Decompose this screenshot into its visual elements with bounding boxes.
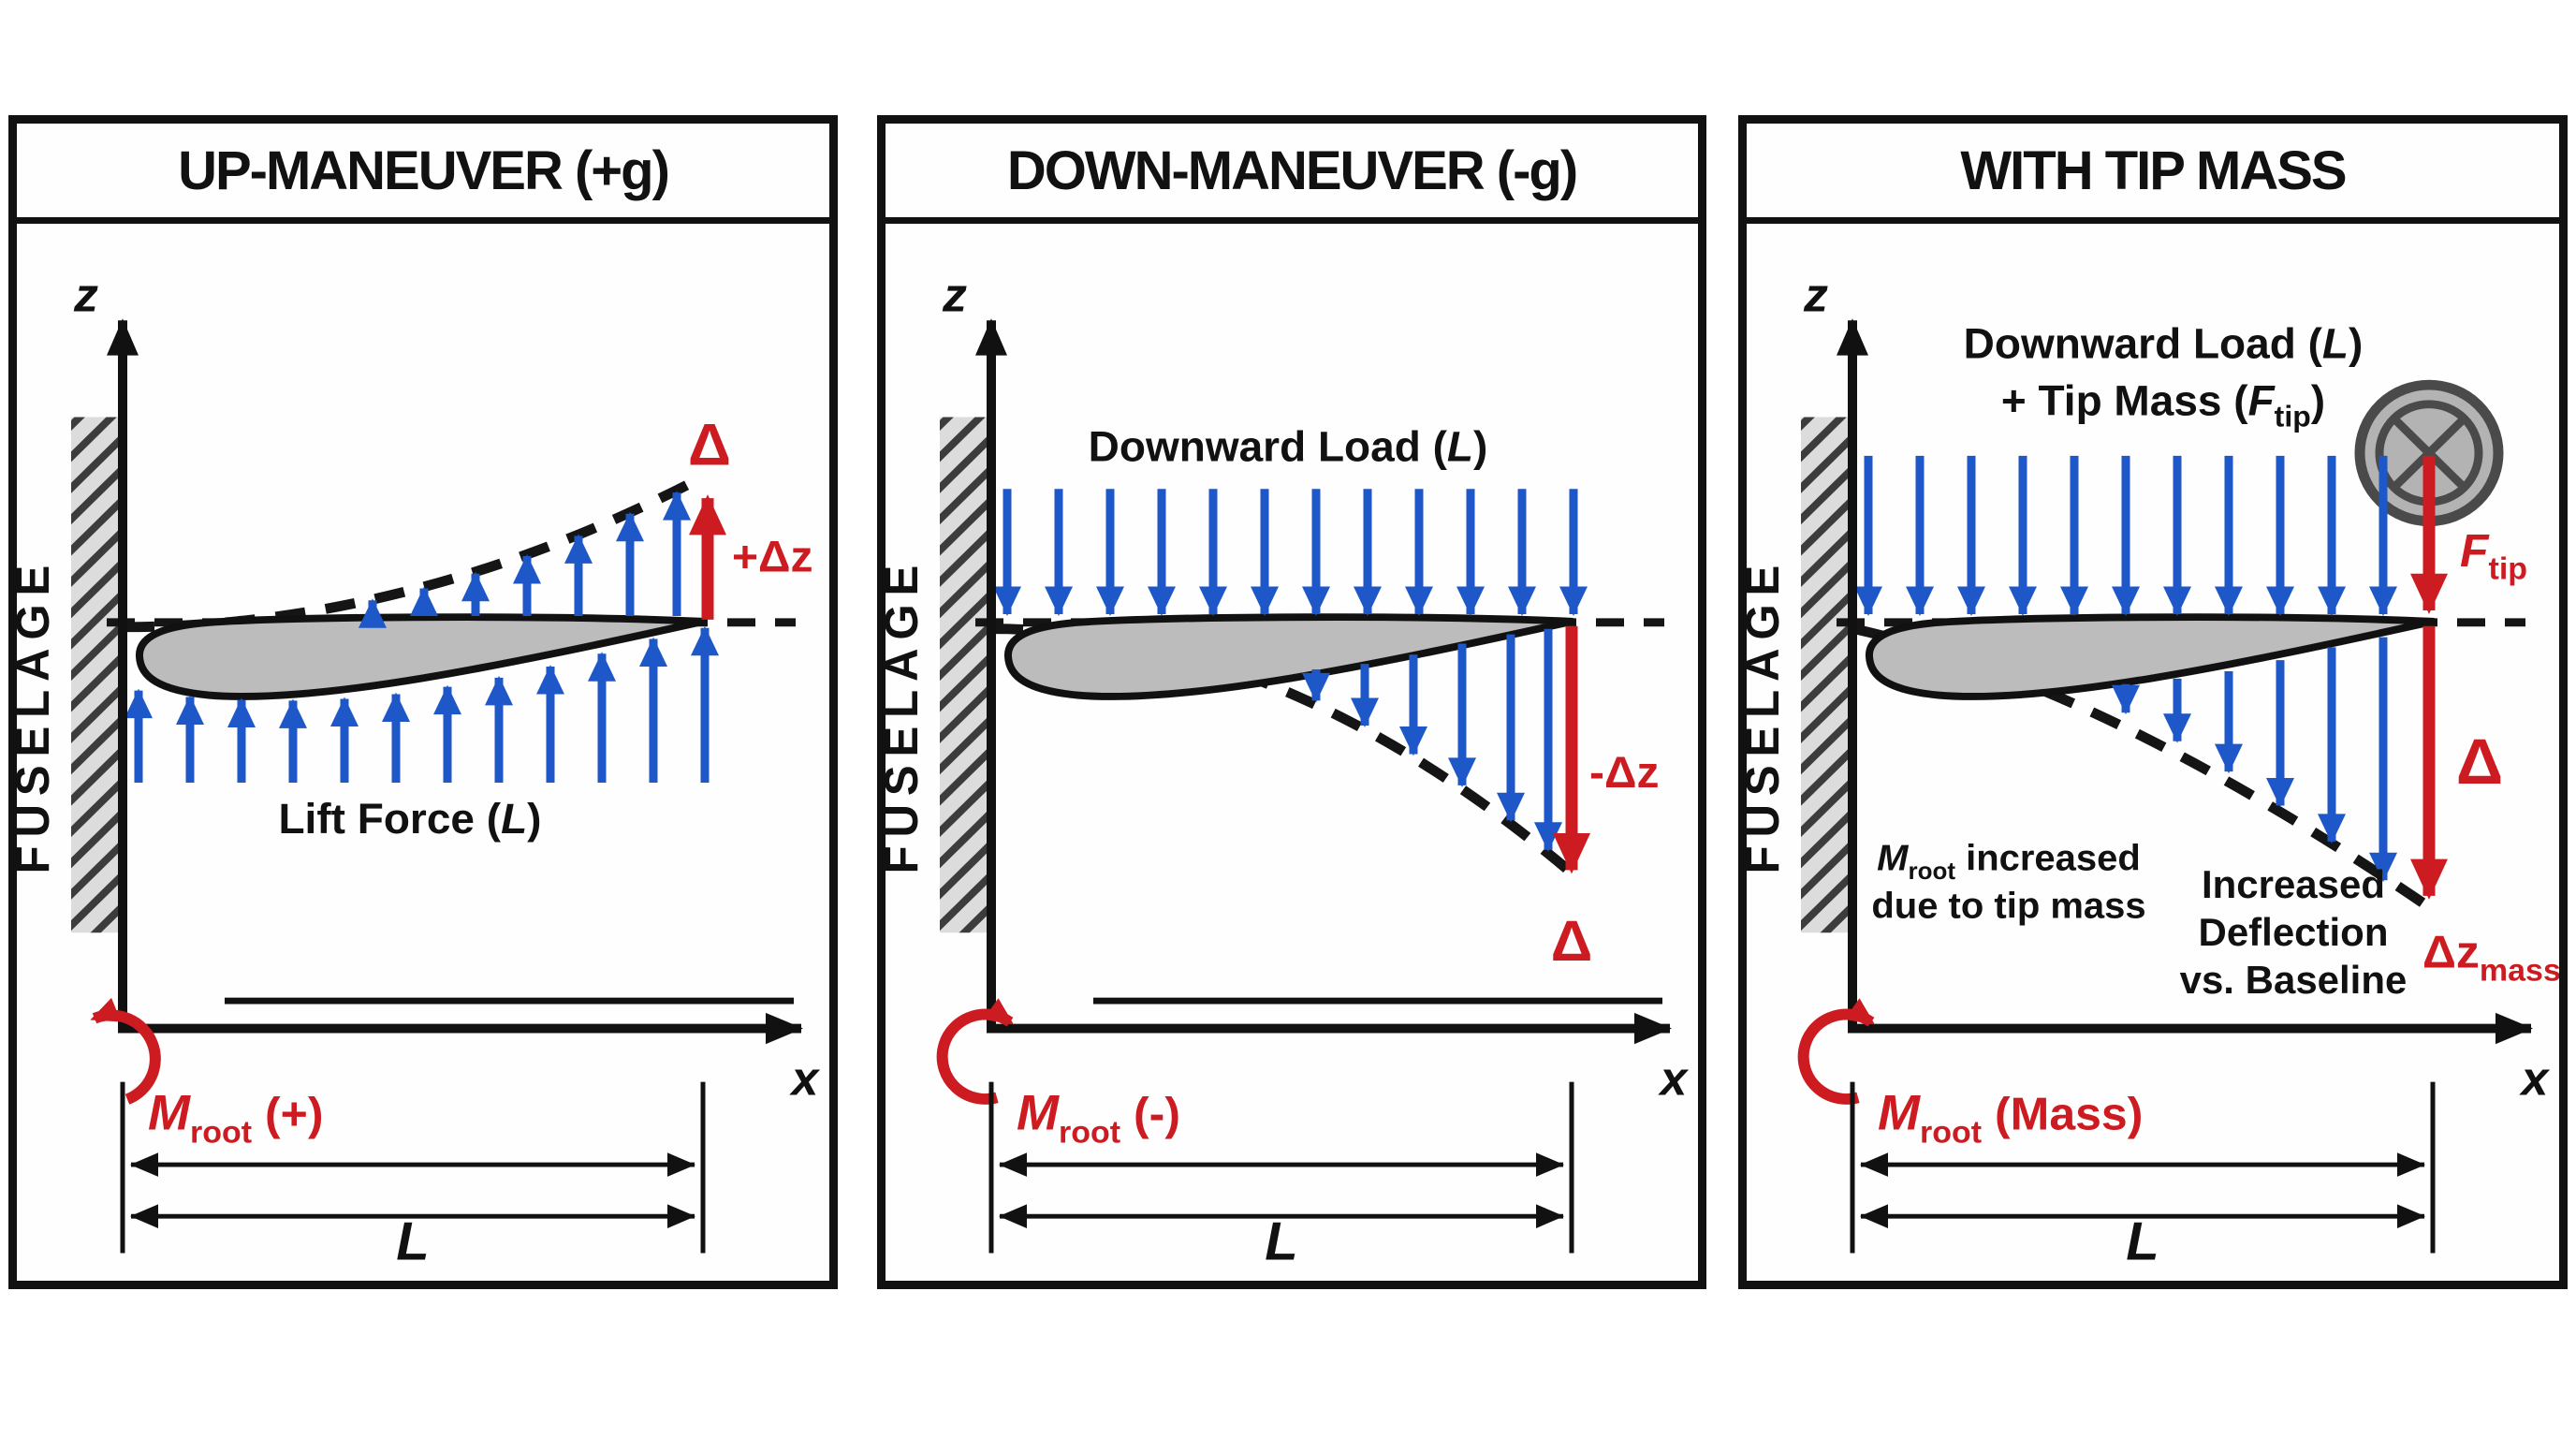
span-dimension [988, 1081, 1574, 1254]
x-axis-label: x [2519, 1051, 2551, 1106]
tip-deflection-value-label: -Δz [1589, 748, 1659, 798]
panel-with-tip-mass: WITH TIP MASS FUSELAGE Downward Load (L)… [1738, 115, 2568, 1289]
lift-arrows-below-wing [124, 625, 719, 783]
root-moment-curl-cw [936, 998, 1015, 1105]
load-arrows-below-wing [1302, 628, 1562, 852]
panel-title: WITH TIP MASS [1747, 124, 2559, 224]
panel-down-maneuver: DOWN-MANEUVER (-g) FUSELAGE Downward Loa… [877, 115, 1706, 1289]
panel-title: UP-MANEUVER (+g) [17, 124, 829, 224]
wing-airfoil [1004, 613, 1575, 700]
root-moment-label: Mroot(+) [148, 1086, 324, 1150]
deflection-note-line2: Deflection [2199, 910, 2389, 954]
tip-delta-symbol: Δ [2456, 725, 2503, 797]
fuselage-label: FUSELAGE [886, 557, 928, 873]
moment-note-line2: due to tip mass [1871, 886, 2145, 927]
x-axis-label: x [789, 1051, 821, 1106]
wing-airfoil [136, 613, 707, 700]
load-caption-line1: Downward Load (L) [1964, 320, 2364, 368]
root-moment-label: Mroot(Mass) [1878, 1086, 2143, 1150]
tip-deflection-value-label: Δzmass [2422, 926, 2559, 988]
wing-airfoil [1866, 613, 2437, 700]
fuselage-wall-hatch [71, 417, 122, 933]
tip-deflection-value-label: +Δz [732, 533, 813, 582]
deflection-note-line1: Increased [2202, 862, 2385, 906]
moment-note-line1: Mroot increased [1877, 838, 2141, 885]
root-moment-curl-cw [1797, 998, 1876, 1105]
load-arrows-below-wing [2112, 637, 2397, 883]
x-axis-label: x [1658, 1051, 1690, 1106]
tip-force-label: Ftip [2460, 524, 2527, 586]
panel-title: DOWN-MANEUVER (-g) [886, 124, 1698, 224]
tip-mass-diagram: FUSELAGE Downward Load (L) + Tip Mass (F… [1747, 268, 2559, 1271]
load-caption: Downward Load (L) [1089, 423, 1488, 471]
tip-delta-symbol: Δ [1551, 909, 1593, 973]
z-axis-label: z [1803, 268, 1828, 322]
span-dimension [120, 1081, 706, 1254]
span-length-label: L [2126, 1212, 2159, 1271]
load-arrows-above-wing [1854, 455, 2397, 616]
root-moment-curl-ccw [90, 997, 161, 1105]
load-caption: Lift Force (L) [278, 795, 541, 843]
lift-arrows-above-wing [359, 491, 691, 628]
fuselage-label: FUSELAGE [1747, 557, 1789, 873]
z-axis-label: z [73, 268, 98, 322]
down-maneuver-diagram: FUSELAGE Downward Load (L) [886, 268, 1690, 1271]
root-moment-label: Mroot(-) [1017, 1086, 1180, 1150]
tip-delta-symbol: Δ [688, 413, 731, 477]
load-caption-line2: + Tip Mass (Ftip) [2001, 377, 2325, 433]
fuselage-label: FUSELAGE [17, 557, 59, 873]
z-axis-label: z [942, 268, 967, 322]
load-arrows-above-wing [993, 489, 1588, 616]
up-maneuver-diagram: FUSELAGE [17, 268, 821, 1271]
fuselage-wall-hatch [1801, 417, 1852, 933]
deflection-note-line3: vs. Baseline [2180, 958, 2408, 1002]
deflected-shape-dashed-curve [124, 472, 706, 633]
span-length-label: L [1265, 1212, 1297, 1271]
panel-up-maneuver: UP-MANEUVER (+g) FUSELAGE [8, 115, 838, 1289]
span-length-label: L [396, 1212, 429, 1271]
span-dimension [1850, 1081, 2436, 1254]
fuselage-wall-hatch [940, 417, 990, 933]
